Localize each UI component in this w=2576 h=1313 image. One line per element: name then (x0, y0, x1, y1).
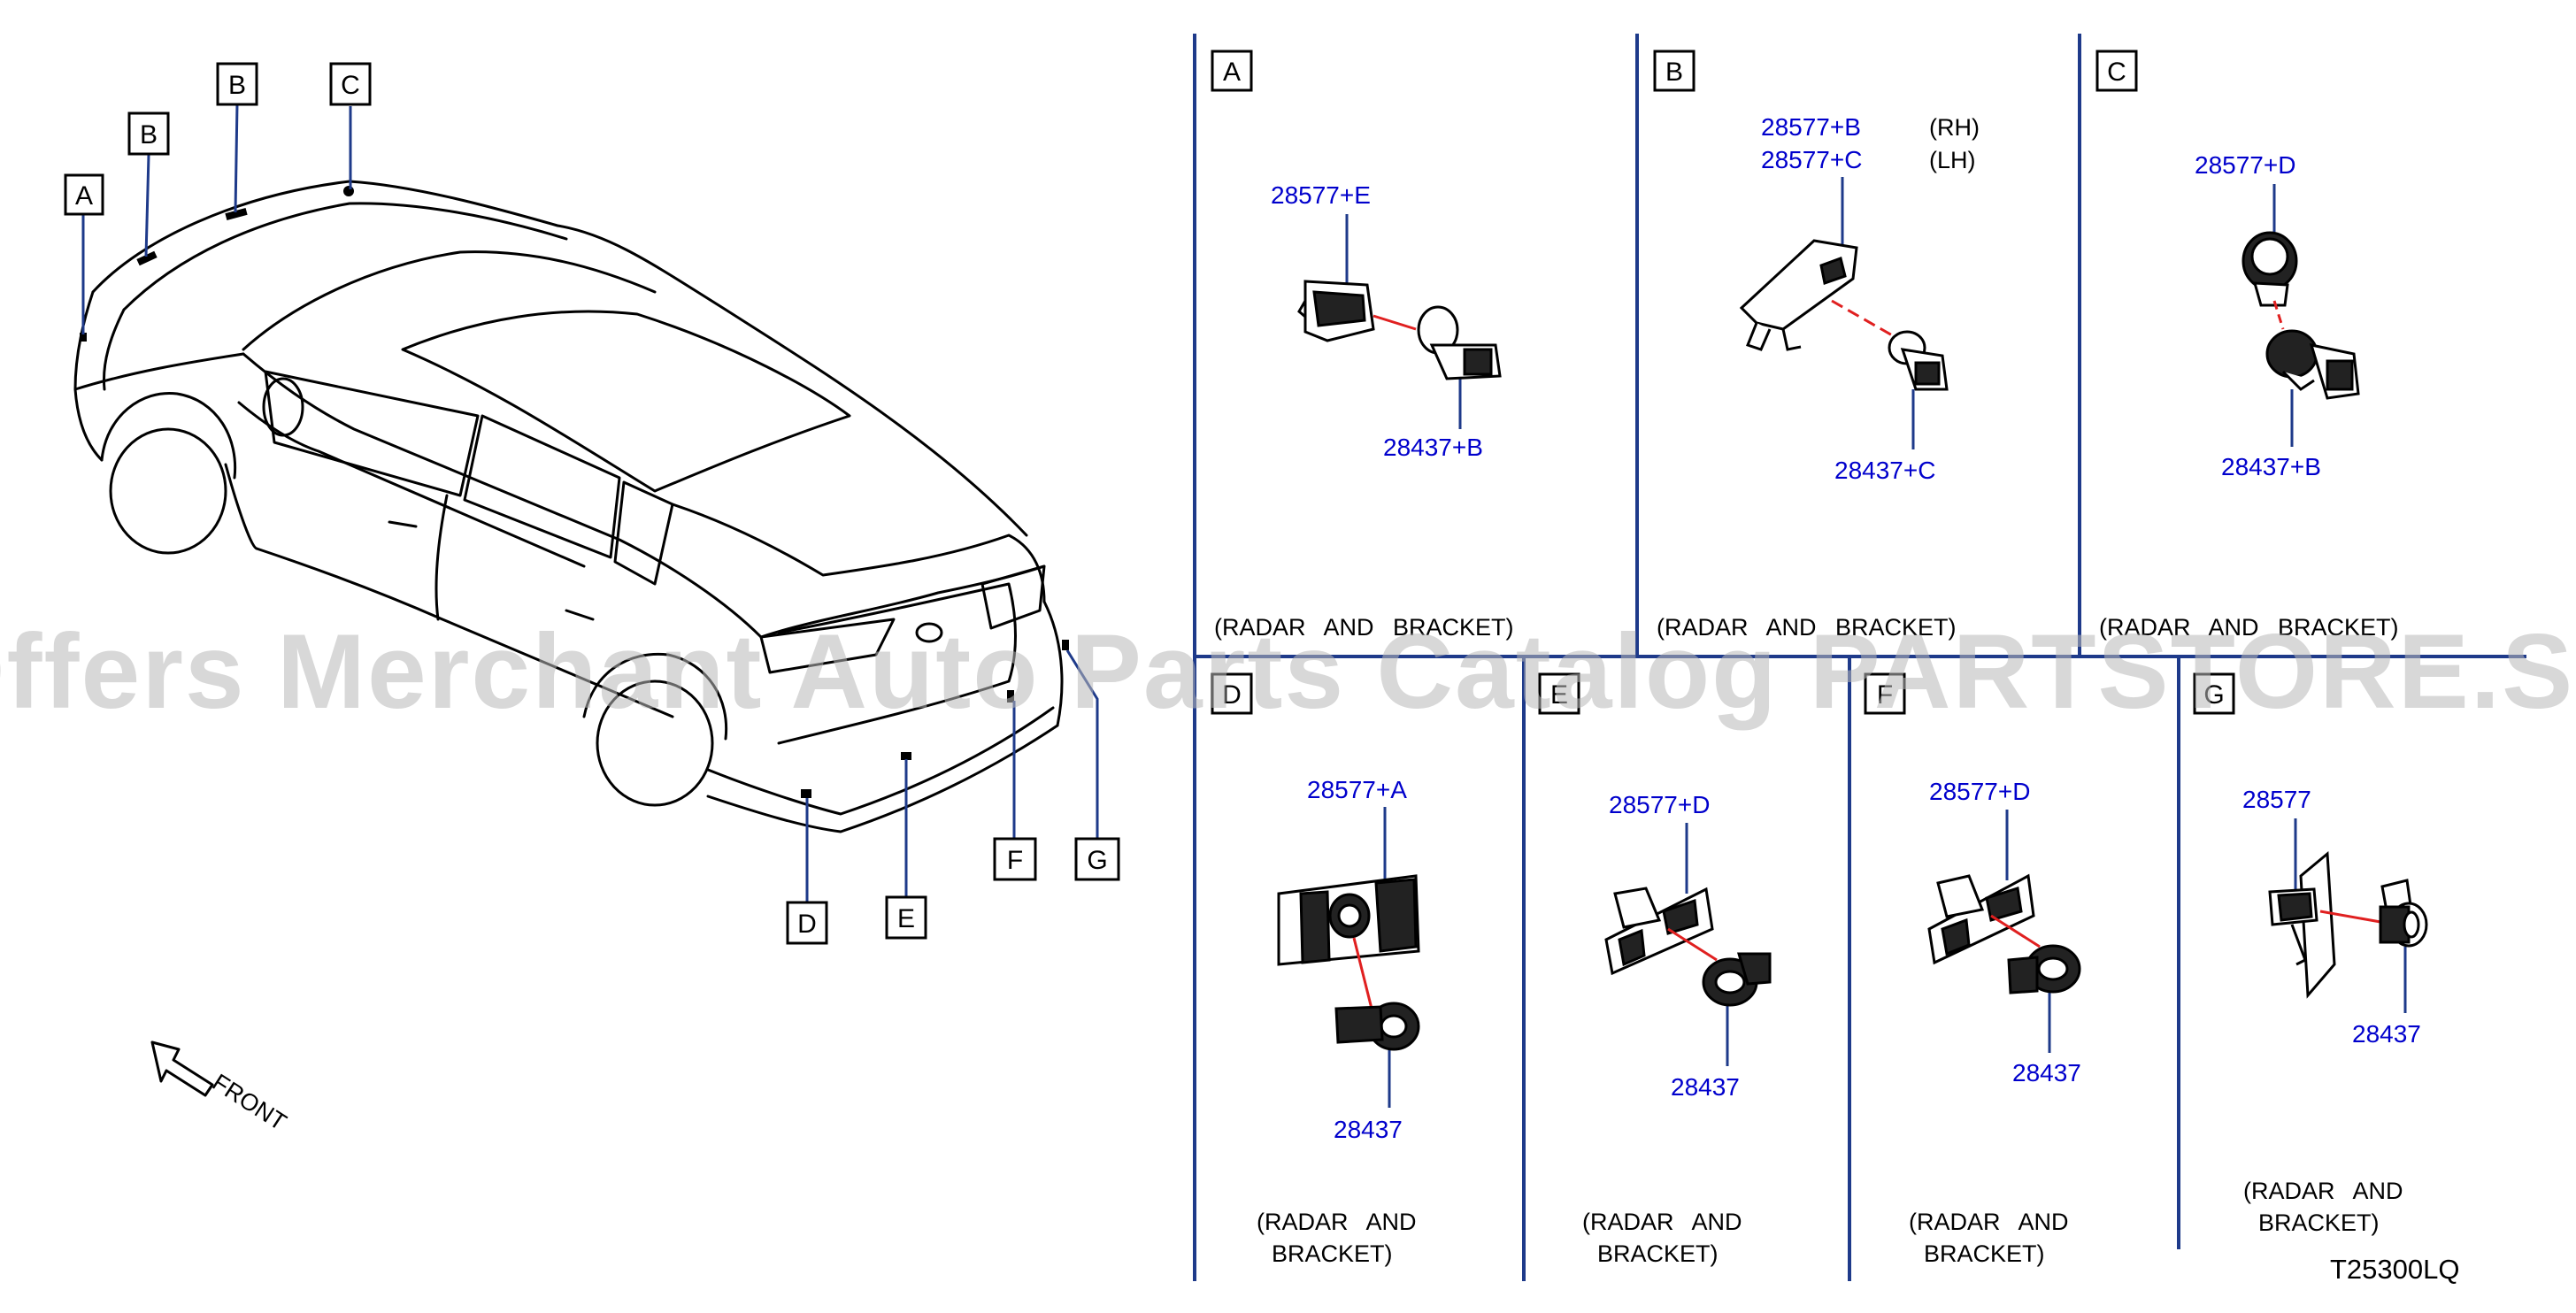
panel-b-radar-bracket (1739, 239, 1858, 351)
car-sensor-markers (80, 186, 1069, 798)
svg-text:B: B (1665, 58, 1683, 87)
panel-c: C 28577+D 28437+B (RADAR AND BRACKET) (2095, 50, 2399, 641)
panel-b-note-rh: (RH) (1929, 114, 1980, 141)
svg-text:G: G (2203, 680, 2224, 710)
panel-grid (1193, 34, 2526, 1281)
panel-c-part-radar: 28577+D (2195, 151, 2295, 179)
panel-b-part-sensor: 28437+C (1834, 457, 1935, 484)
panel-e-part-radar: 28577+D (1609, 791, 1710, 818)
panel-b-part-radar-lh: 28577+C (1761, 146, 1862, 173)
svg-text:D: D (797, 910, 817, 939)
panel-e-caption-line-1: (RADAR AND (1582, 1209, 1742, 1235)
panel-f-caption-line-2: BRACKET) (1924, 1240, 2045, 1267)
watermark: Offers Merchant Auto Parts Catalog PARTS… (0, 612, 2576, 731)
panel-f-caption-line-1: (RADAR AND (1909, 1209, 2069, 1235)
panel-a-sensor (1417, 305, 1502, 380)
panel-g-radar-bracket (2268, 850, 2336, 999)
panel-f-sensor (2007, 944, 2081, 994)
callout-box-b-2: B (216, 62, 258, 106)
panel-g-caption-line-1: (RADAR AND (2243, 1178, 2403, 1204)
panel-g-caption-line-2: BRACKET) (2258, 1209, 2380, 1236)
panel-b-part-radar-rh: 28577+B (1761, 113, 1861, 141)
panel-a-letter-box: A (1211, 50, 1253, 92)
panel-e-letter-box: E (1538, 672, 1580, 715)
panel-a-radar-bracket (1297, 280, 1375, 342)
callout-box-d: D (786, 901, 828, 945)
panel-a-caption: (RADAR AND BRACKET) (1214, 614, 1514, 641)
panel-g-part-sensor: 28437 (2352, 1020, 2421, 1048)
svg-text:E: E (1550, 680, 1568, 710)
panel-c-sensor (2265, 329, 2360, 400)
svg-text:G: G (1087, 846, 1107, 875)
panel-g-sensor (2379, 879, 2428, 948)
svg-text:F: F (1877, 680, 1893, 710)
panel-f-radar-bracket (1927, 873, 2035, 965)
svg-text:A: A (1223, 58, 1241, 87)
panel-b-caption: (RADAR AND BRACKET) (1657, 614, 1957, 641)
panel-a: A 28577+E 28437+B (RADAR AND BRACKET) (1211, 50, 1514, 641)
panel-a-part-radar: 28577+E (1271, 181, 1371, 209)
svg-text:C: C (341, 71, 360, 100)
svg-text:D: D (1222, 680, 1242, 710)
car-callout-leaders (81, 103, 1099, 902)
panel-e-part-sensor: 28437 (1671, 1073, 1740, 1101)
svg-text:B: B (228, 71, 246, 100)
panel-d-caption-line-2: BRACKET) (1272, 1240, 1393, 1267)
panel-c-radar-bracket (2242, 231, 2298, 307)
panel-e: E 28577+D 28437 (RADAR AND BRACKET) (1538, 672, 1772, 1267)
panel-g-letter-box: G (2193, 672, 2235, 715)
callout-box-c: C (329, 62, 372, 106)
panel-g-part-radar: 28577 (2242, 786, 2311, 813)
panel-c-caption: (RADAR AND BRACKET) (2099, 614, 2399, 641)
panel-c-part-sensor: 28437+B (2221, 453, 2321, 480)
panel-f-part-radar: 28577+D (1929, 778, 2030, 805)
car-illustration (73, 180, 1064, 833)
panel-d-part-sensor: 28437 (1334, 1116, 1403, 1143)
svg-text:F: F (1007, 846, 1023, 875)
panel-c-letter-box: C (2095, 50, 2138, 92)
panel-d: D 28577+A 28437 (RADAR AND BRACKET) (1211, 672, 1420, 1267)
panel-b-letter-box: B (1653, 50, 1696, 92)
front-arrow-icon (150, 1040, 214, 1097)
panel-e-radar-bracket (1604, 887, 1714, 976)
panel-d-letter-box: D (1211, 672, 1253, 715)
svg-text:A: A (75, 181, 93, 211)
callout-box-b: B (127, 111, 170, 156)
panel-d-part-radar: 28577+A (1307, 776, 1407, 803)
diagram-code: T25300LQ (2330, 1254, 2460, 1285)
panel-f-part-sensor: 28437 (2012, 1059, 2081, 1086)
panel-g: G 28577 28437 (RADAR AND BRACKET) (2193, 672, 2428, 1236)
svg-text:C: C (2107, 58, 2126, 87)
panel-d-radar-bracket (1277, 874, 1420, 966)
panel-b-note-lh: (LH) (1929, 147, 1976, 173)
panel-b: B 28577+B 28577+C (RH) (LH) 28437+C (RAD… (1653, 50, 1980, 641)
svg-text:B: B (140, 120, 158, 150)
panel-a-part-sensor: 28437+B (1383, 434, 1483, 461)
svg-text:E: E (897, 904, 915, 933)
callout-box-a: A (64, 173, 104, 216)
panel-b-sensor (1888, 330, 1949, 391)
panel-f: F 28577+D 28437 (RADAR AND BRACKET) (1864, 672, 2081, 1267)
panel-d-sensor (1334, 1002, 1420, 1051)
panel-e-sensor (1702, 952, 1772, 1007)
callout-box-f: F (993, 837, 1037, 881)
panel-e-caption-line-2: BRACKET) (1597, 1240, 1719, 1267)
panel-d-caption-line-1: (RADAR AND (1257, 1209, 1417, 1235)
callout-box-e: E (885, 895, 927, 940)
callout-box-g: G (1074, 837, 1120, 881)
panel-f-letter-box: F (1864, 672, 1906, 715)
car-callout-boxes: A B B C D E F G (64, 62, 1120, 945)
